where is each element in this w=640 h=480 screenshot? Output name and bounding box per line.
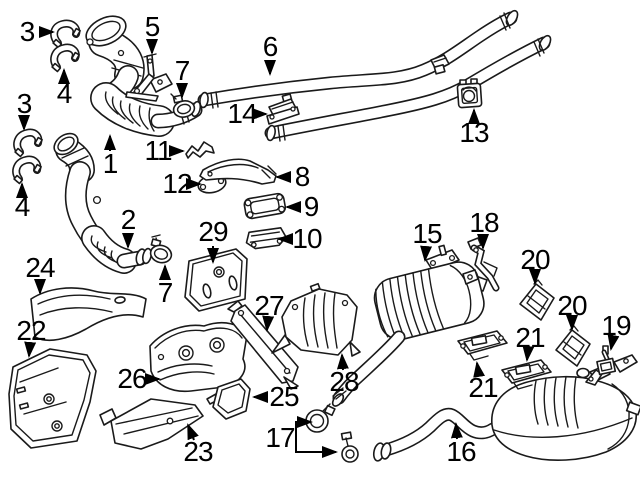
- callout-label-8: 8: [294, 161, 311, 192]
- part-23-heat-shield: [99, 398, 204, 450]
- part-1-catalytic-downpipe: [85, 15, 203, 137]
- part-3-clamp-lower: [13, 128, 43, 158]
- part-29-heat-shield: [184, 248, 248, 312]
- part-7-clamp-front: [170, 93, 196, 118]
- callout-arrow-17: [295, 438, 338, 458]
- part-17-clamp-small: [340, 431, 359, 463]
- part-19-tail-bracket: [585, 345, 638, 386]
- callout-label-29: 29: [198, 216, 228, 247]
- callout-arrow-19: [607, 334, 620, 351]
- part-5-hanger-bracket: [125, 53, 159, 102]
- callout-label-22: 22: [16, 315, 46, 346]
- callout-label-12: 12: [162, 168, 192, 199]
- callout-label-7: 7: [157, 277, 174, 308]
- part-4-clamp-upper: [50, 43, 80, 73]
- part-14-sensor-unit: [266, 93, 300, 125]
- part-6-front-pipe-assembly: [197, 9, 552, 142]
- part-21-mount-bracket: [457, 330, 508, 361]
- part-15-center-muffler: [331, 244, 488, 407]
- callout-label-3: 3: [19, 16, 36, 47]
- callout-label-23: 23: [183, 436, 213, 467]
- callout-label-13: 13: [459, 117, 489, 148]
- part-7-clamp-rear: [149, 234, 173, 264]
- callout-label-24: 24: [25, 252, 55, 283]
- part-24-heat-shield: [30, 287, 147, 341]
- callout-label-18: 18: [469, 207, 499, 238]
- callout-label-17: 17: [265, 422, 295, 453]
- callout-label-25: 25: [269, 381, 299, 412]
- callout-label-20: 20: [557, 290, 587, 321]
- callout-label-15: 15: [412, 218, 442, 249]
- part-9-mounting-plate: [243, 192, 287, 220]
- callout-label-7: 7: [174, 55, 191, 86]
- callout-label-3: 3: [16, 88, 33, 119]
- callout-label-10: 10: [292, 223, 322, 254]
- part-22-heat-shield: [8, 348, 97, 449]
- part-11-support-bracket: [185, 141, 215, 159]
- part-26-heat-shield: [149, 322, 248, 393]
- callout-label-5: 5: [144, 11, 161, 42]
- part-4-clamp-lower: [12, 155, 42, 185]
- part-8-support-arm: [199, 158, 277, 185]
- part-16-rear-muffler: [372, 365, 640, 462]
- callout-arrow-21: [473, 361, 486, 378]
- part-13-rubber-mount: [456, 78, 483, 109]
- part-25-heat-shield: [206, 378, 251, 420]
- callout-label-9: 9: [303, 191, 320, 222]
- callout-label-6: 6: [262, 31, 279, 62]
- callout-arrow-23: [187, 423, 199, 441]
- part-28-heat-shield: [271, 282, 361, 357]
- part-2-catalytic-downpipe: [53, 132, 153, 274]
- callout-arrow-28: [336, 353, 349, 371]
- callout-label-14: 14: [227, 98, 257, 129]
- callout-arrow-22: [24, 341, 37, 358]
- callout-label-27: 27: [254, 290, 284, 321]
- callout-label-21: 21: [515, 322, 545, 353]
- callout-arrow-15: [420, 245, 433, 262]
- callout-label-4: 4: [14, 191, 31, 222]
- callout-arrow-27: [262, 315, 275, 332]
- callout-label-28: 28: [329, 366, 359, 397]
- callout-label-16: 16: [446, 436, 476, 467]
- callout-label-2: 2: [120, 204, 137, 235]
- callout-label-26: 26: [117, 363, 147, 394]
- part-27-support-strip: [227, 300, 299, 390]
- callout-label-11: 11: [144, 135, 172, 166]
- callout-arrow-21: [522, 345, 535, 362]
- callout-label-4: 4: [56, 78, 73, 109]
- callout-label-21: 21: [468, 372, 498, 403]
- callout-label-19: 19: [601, 310, 631, 341]
- callout-label-20: 20: [520, 244, 550, 275]
- callout-arrow-17: [295, 416, 313, 438]
- callout-label-1: 1: [102, 148, 119, 179]
- callout-arrow-16: [450, 422, 463, 440]
